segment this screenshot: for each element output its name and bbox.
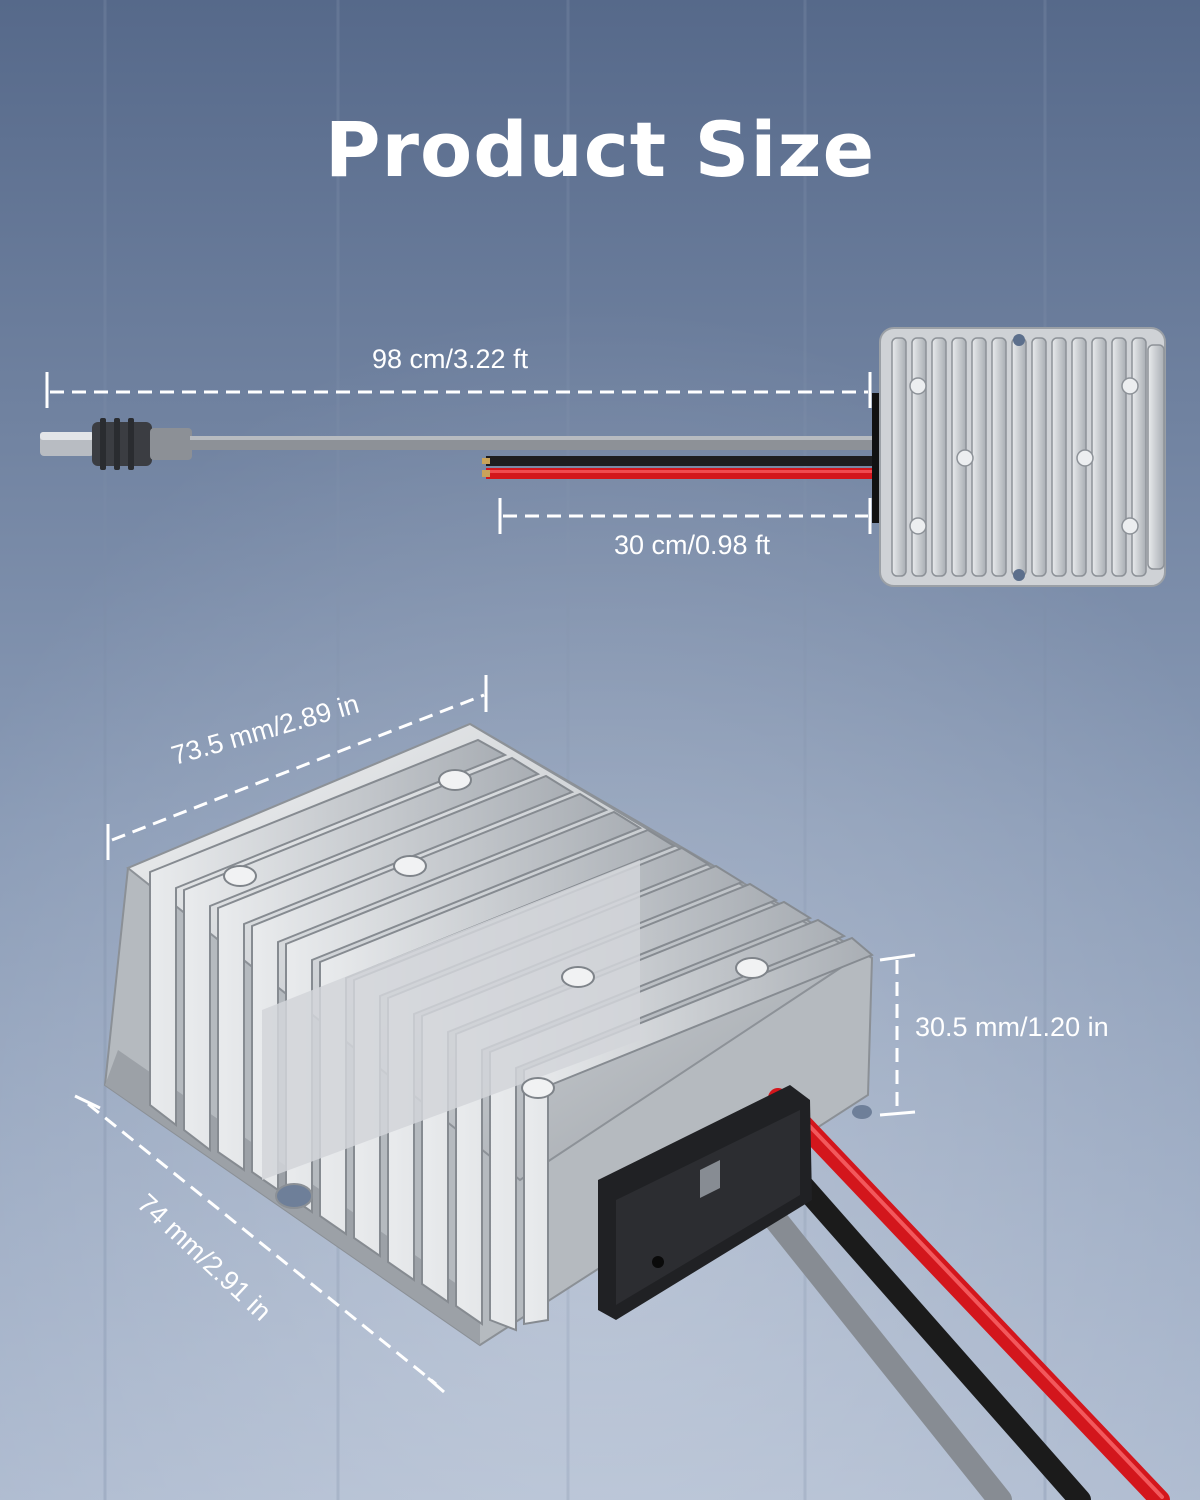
dc-plug-cable: [40, 418, 882, 470]
module-top-view: [872, 327, 1166, 587]
width-dimension-line: [74, 1094, 445, 1394]
page-title: Product Size: [324, 105, 876, 194]
wire-length-dimension-line: [498, 498, 872, 534]
module-3d-view: [103, 722, 1170, 1500]
cable-length-label: 98 cm/3.22 ft: [372, 344, 529, 374]
height-dimension-line: [879, 953, 916, 1117]
length-dimension-line: [106, 675, 488, 860]
cable-length-dimension-line: [45, 372, 872, 408]
wire-length-label: 30 cm/0.98 ft: [614, 530, 771, 560]
power-wires-top: [482, 456, 882, 479]
module-height-label: 30.5 mm/1.20 in: [915, 1012, 1109, 1042]
